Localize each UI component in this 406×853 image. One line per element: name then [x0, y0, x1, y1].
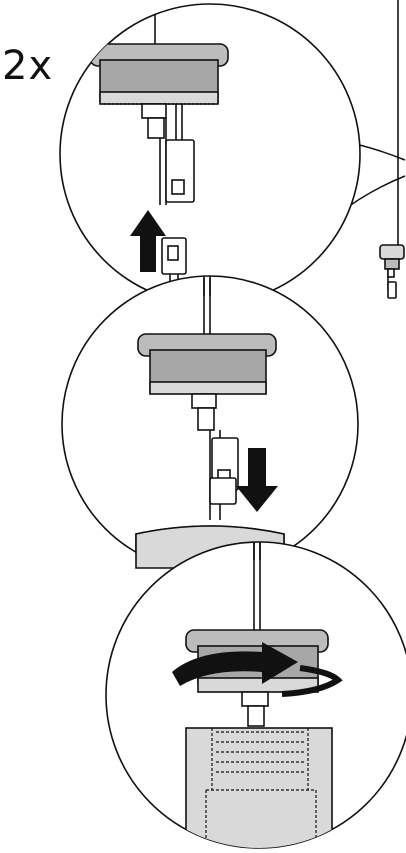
overview-canopy-base: [384, 258, 400, 270]
mid-canopy-base: [149, 381, 267, 395]
mid-connector-male: [209, 477, 237, 505]
step-2-panel: [61, 275, 359, 573]
rotate-arrow-icon: [172, 642, 298, 686]
top-stem-nut: [147, 117, 165, 139]
bot-stem-nut: [247, 705, 265, 727]
overview-pendant: [379, 0, 405, 299]
down-arrow-icon: [236, 448, 278, 512]
top-stem: [141, 103, 167, 119]
mid-stem-nut: [197, 407, 215, 431]
overview-stem: [387, 268, 395, 278]
bot-stem: [241, 691, 269, 707]
overview-canopy: [379, 244, 405, 260]
quantity-label: 2x: [2, 43, 54, 89]
connecting-cables: [203, 278, 261, 560]
mid-stem: [191, 393, 217, 409]
bot-shade-body: [185, 727, 333, 848]
step-1-panel: [59, 3, 361, 305]
step-3-panel: [105, 541, 406, 849]
top-canopy-base: [99, 91, 219, 105]
overview-connector: [387, 281, 397, 299]
up-arrow-icon: [130, 210, 166, 272]
